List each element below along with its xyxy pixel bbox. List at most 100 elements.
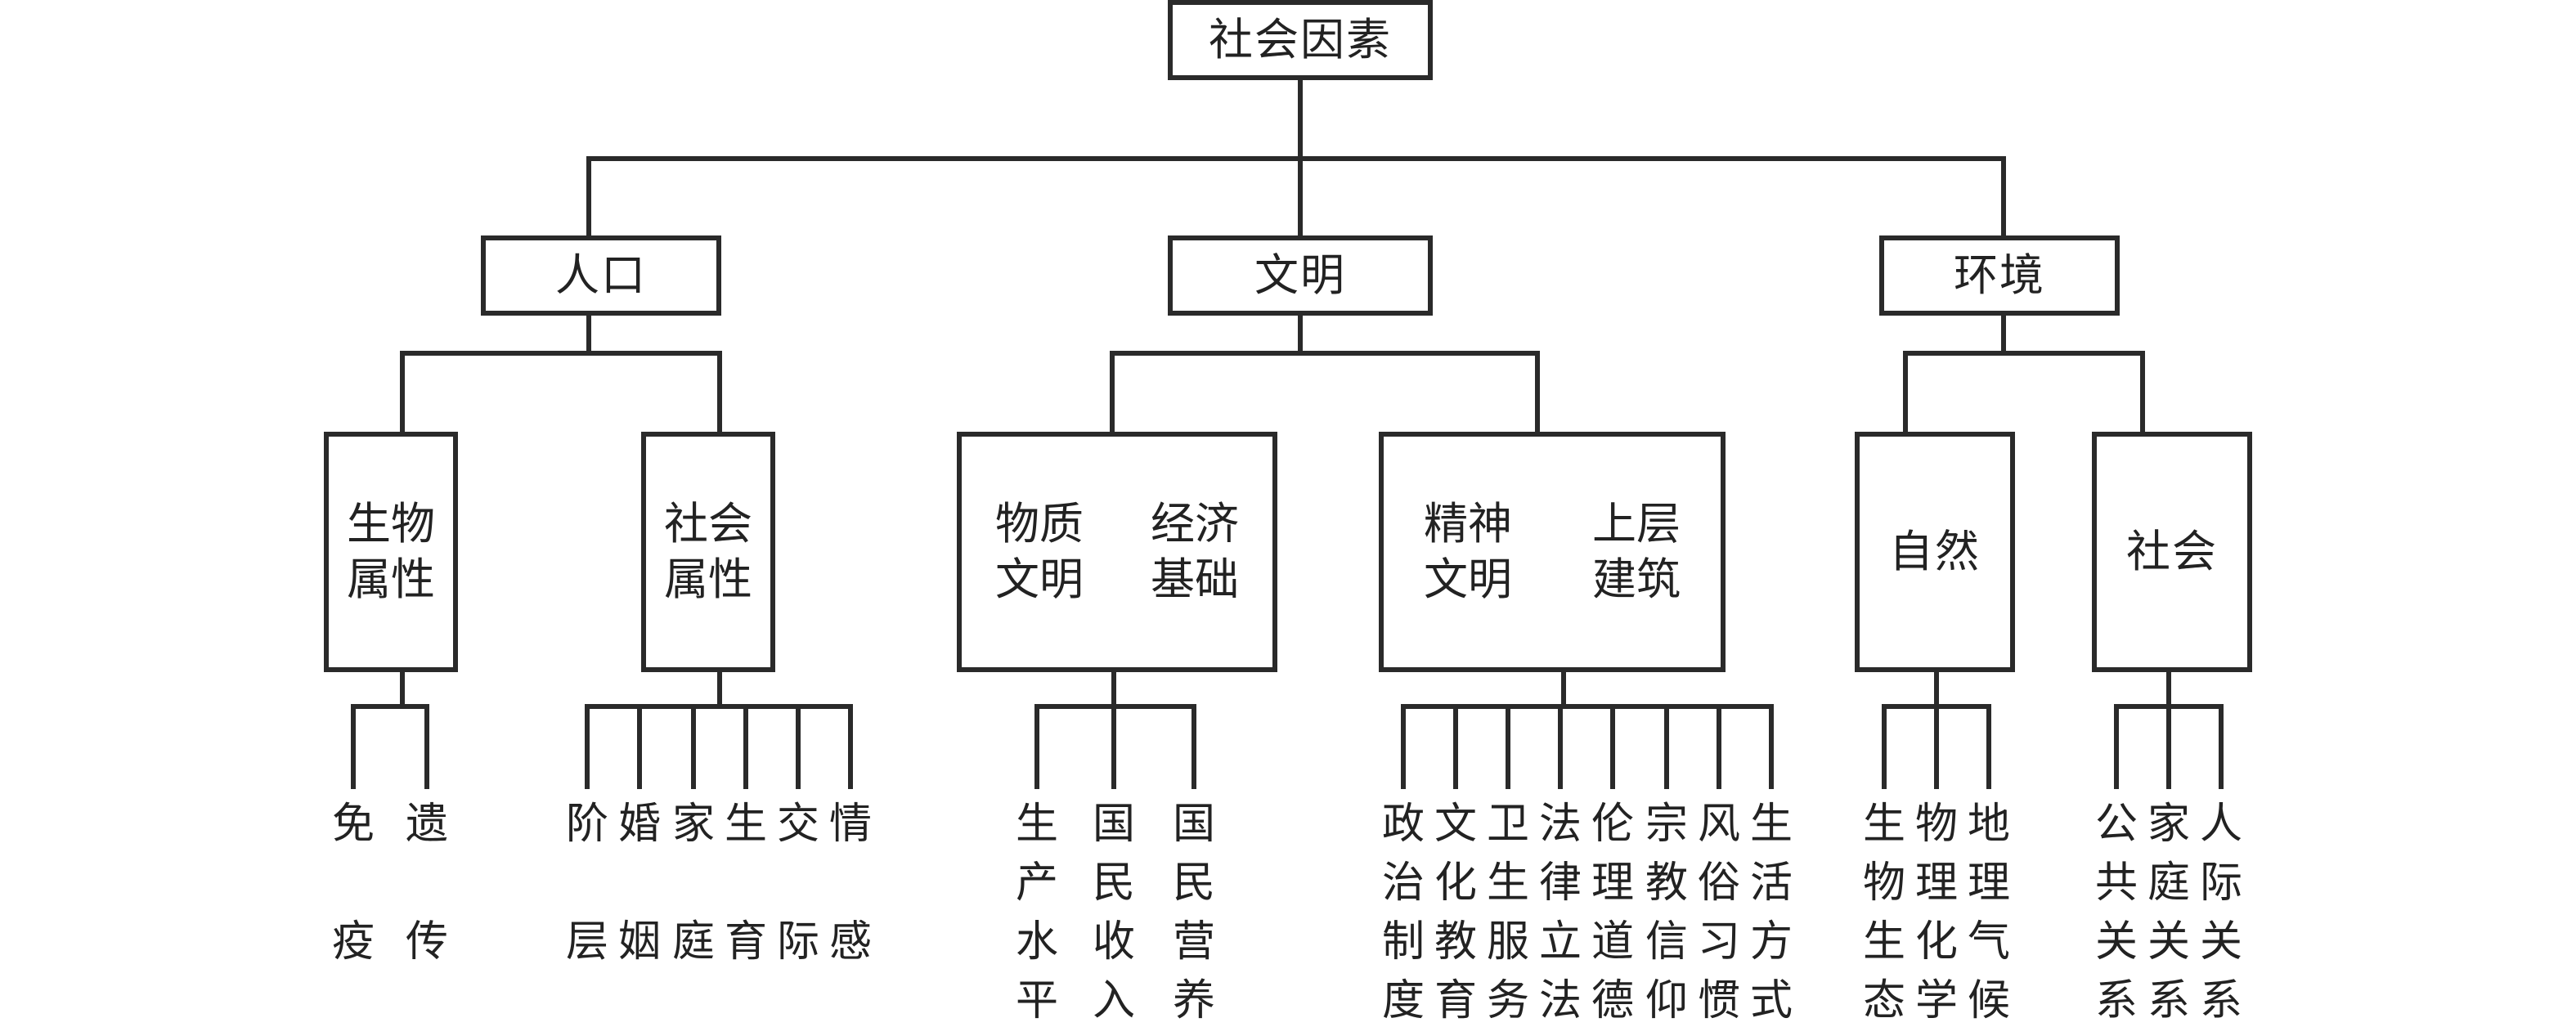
leaf-char: 情	[828, 800, 872, 849]
leaf-char: 家	[2147, 800, 2190, 849]
node-environment: 环境	[1879, 235, 2120, 316]
leaf-char: 道	[1591, 917, 1634, 966]
node-spirit-label: 精神文明	[1424, 498, 1512, 605]
leaf-char: 营	[1172, 917, 1215, 966]
leaf-char: 教	[1645, 859, 1688, 908]
leaf-char: 方	[1749, 917, 1793, 966]
leaf-char: 律	[1538, 859, 1582, 908]
leaf-char: 民	[1092, 859, 1135, 908]
node-environment-label: 环境	[1954, 249, 2045, 302]
leaf-char: 活	[1749, 859, 1793, 908]
leaf-char: 系	[2147, 976, 2190, 1025]
leaf-char: 治	[1381, 859, 1425, 908]
leaf-char: 气	[1967, 917, 2010, 966]
leaf-char: 收	[1092, 917, 1135, 966]
node-population: 人口	[481, 235, 721, 316]
leaf-char: 平	[1015, 976, 1058, 1025]
leaf-char: 制	[1381, 917, 1425, 966]
leaf-char: 婚	[617, 800, 661, 849]
leaf-char: 共	[2094, 859, 2138, 908]
node-civilization: 文明	[1168, 235, 1433, 316]
leaf-char: 理	[1591, 859, 1634, 908]
node-society-label: 社会	[2126, 526, 2218, 578]
leaf-char: 系	[2199, 976, 2242, 1025]
leaf-char: 生	[1862, 800, 1905, 849]
leaf-char: 生	[1749, 800, 1793, 849]
node-superstructure-label: 上层建筑	[1592, 498, 1681, 605]
root-label: 社会因素	[1209, 14, 1392, 66]
node-civilization-label: 文明	[1254, 249, 1346, 302]
leaf-char: 生	[1486, 859, 1529, 908]
leaf-char: 风	[1697, 800, 1740, 849]
leaf-char: 宗	[1645, 800, 1688, 849]
leaf-char: 关	[2147, 917, 2190, 966]
leaf-char: 理	[1967, 859, 2010, 908]
leaf-char: 公	[2094, 800, 2138, 849]
leaf-char: 态	[1862, 976, 1905, 1025]
node-natural-environment: 自然	[1855, 432, 2015, 672]
leaf-char: 仰	[1645, 976, 1688, 1025]
leaf-char: 水	[1015, 917, 1058, 966]
leaf-char: 法	[1538, 976, 1582, 1025]
leaf-char: 习	[1697, 917, 1740, 966]
leaf-char: 疫	[331, 917, 375, 966]
leaf-char: 国	[1092, 800, 1135, 849]
leaf-char: 德	[1591, 976, 1634, 1025]
leaf-char: 候	[1967, 976, 2010, 1025]
leaf-char: 学	[1914, 976, 1958, 1025]
node-economic-label: 经济基础	[1151, 498, 1239, 605]
leaf-char: 惯	[1697, 976, 1740, 1025]
leaf-char: 人	[2199, 800, 2242, 849]
leaf-char: 国	[1172, 800, 1215, 849]
leaf-char: 生	[1862, 917, 1905, 966]
leaf-char: 信	[1645, 917, 1688, 966]
node-social-attribute: 社会属性	[641, 432, 775, 672]
leaf-char: 卫	[1486, 800, 1529, 849]
leaf-char: 度	[1381, 976, 1425, 1025]
leaf-char: 育	[724, 917, 767, 966]
leaf-char: 式	[1749, 976, 1793, 1025]
leaf-char: 关	[2094, 917, 2138, 966]
leaf-char: 务	[1486, 976, 1529, 1025]
leaf-char: 庭	[2147, 859, 2190, 908]
node-material-label: 物质文明	[995, 498, 1084, 605]
leaf-char: 产	[1015, 859, 1058, 908]
leaf-char: 化	[1434, 859, 1477, 908]
leaf-char: 政	[1381, 800, 1425, 849]
leaf-char: 免	[331, 800, 375, 849]
leaf-char: 关	[2199, 917, 2242, 966]
leaf-char: 传	[405, 917, 448, 966]
leaf-char: 交	[776, 800, 819, 849]
leaf-char: 感	[828, 917, 872, 966]
leaf-char: 理	[1914, 859, 1958, 908]
node-population-label: 人口	[555, 249, 647, 302]
leaf-char: 文	[1434, 800, 1477, 849]
leaf-char: 化	[1914, 917, 1958, 966]
node-social-attribute-label: 社会属性	[664, 498, 752, 605]
leaf-char: 民	[1172, 859, 1215, 908]
node-spiritual-civilization: 精神文明 上层建筑	[1379, 432, 1726, 672]
leaf-char: 服	[1486, 917, 1529, 966]
leaf-char: 物	[1862, 859, 1905, 908]
leaf-char: 际	[2199, 859, 2242, 908]
leaf-char: 际	[776, 917, 819, 966]
leaf-char: 物	[1914, 800, 1958, 849]
leaf-char: 教	[1434, 917, 1477, 966]
leaf-char: 家	[671, 800, 715, 849]
leaf-char: 阶	[565, 800, 608, 849]
leaf-char: 层	[565, 917, 608, 966]
leaf-char: 庭	[671, 917, 715, 966]
node-social-environment: 社会	[2092, 432, 2252, 672]
leaf-char: 育	[1434, 976, 1477, 1025]
leaf-char: 俗	[1697, 859, 1740, 908]
root-node: 社会因素	[1168, 0, 1433, 80]
leaf-char: 姻	[617, 917, 661, 966]
leaf-char: 立	[1538, 917, 1582, 966]
leaf-char: 法	[1538, 800, 1582, 849]
node-bio-attribute: 生物属性	[324, 432, 458, 672]
leaf-char: 生	[1015, 800, 1058, 849]
leaf-char: 地	[1967, 800, 2010, 849]
leaf-char: 养	[1172, 976, 1215, 1025]
